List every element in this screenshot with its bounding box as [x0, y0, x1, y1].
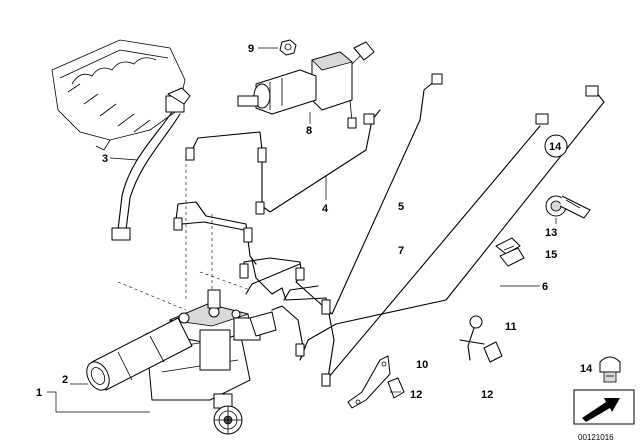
- vehicle-orientation-arrow-icon: [573, 389, 635, 425]
- callout-14-circle: [544, 134, 568, 158]
- callout-3: 3: [102, 153, 108, 165]
- callout-15: 15: [545, 249, 557, 261]
- sensor-part-11: [459, 315, 503, 363]
- callout-9: 9: [248, 43, 254, 55]
- callout-12b: 12: [481, 389, 493, 401]
- callout-13: 13: [545, 227, 557, 239]
- callout-6: 6: [542, 281, 548, 293]
- hydraulic-pump-unit-icon: [145, 289, 277, 435]
- diagram-code: 00121016: [578, 433, 614, 442]
- assembly-dashed-lines: [117, 158, 251, 311]
- callout-4: 4: [322, 203, 329, 215]
- brake-line-part-6: [271, 85, 605, 361]
- callout-1: 1: [36, 387, 42, 399]
- callout-8: 8: [306, 125, 312, 137]
- brake-line-part-5: [239, 73, 443, 315]
- reservoir-hose-part-3: [111, 87, 191, 241]
- intake-manifold-outline: [51, 39, 186, 151]
- callout-14b: 14: [580, 363, 593, 375]
- callout-12a: 12: [410, 389, 422, 401]
- pipe-clip-part-15: [495, 237, 525, 267]
- callout-leaders: [47, 47, 557, 413]
- brake-line-part-4: [185, 109, 381, 215]
- hydraulic-reservoir-icon: [237, 41, 375, 129]
- callout-10: 10: [416, 359, 428, 371]
- pipe-clip-part-13: [545, 195, 591, 219]
- callout-11: 11: [505, 321, 517, 333]
- callout-2: 2: [62, 374, 68, 386]
- pressure-accumulator-icon: [86, 317, 193, 391]
- protective-cap-icon: [599, 356, 621, 383]
- callout-7: 7: [398, 245, 404, 257]
- brake-line-part-7: [173, 113, 549, 387]
- callout-14a: 14: [549, 141, 562, 153]
- sensor-bracket-part-10: [347, 355, 405, 409]
- callout-5: 5: [398, 201, 404, 213]
- nut-part-9: [279, 39, 297, 56]
